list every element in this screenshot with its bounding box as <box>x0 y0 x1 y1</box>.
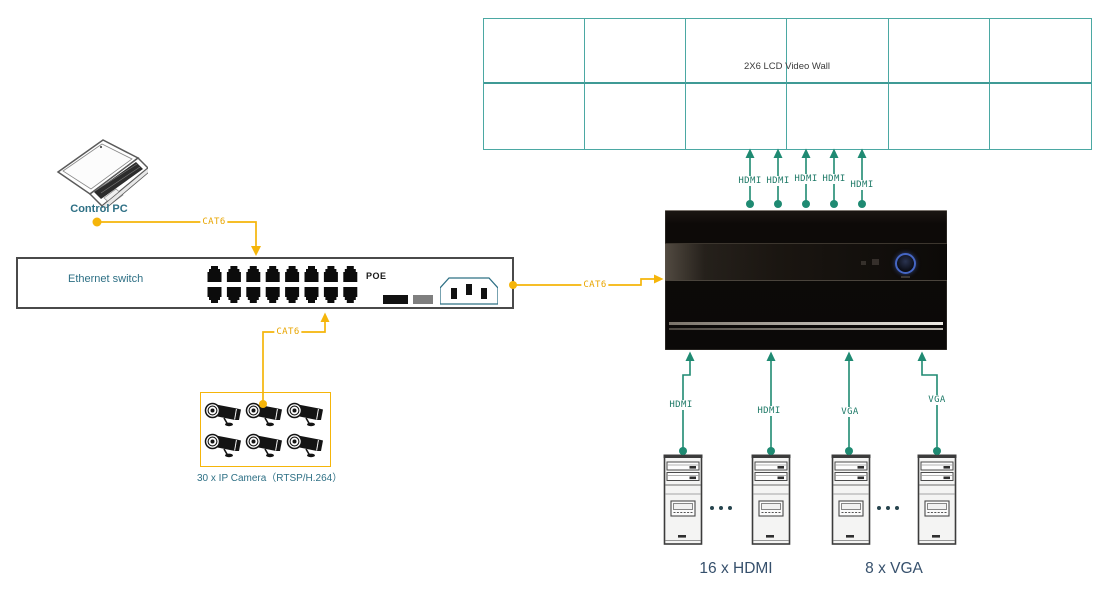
ellipsis-dots <box>710 506 732 510</box>
video-wall-cell <box>686 84 788 149</box>
cctv-camera-icon <box>286 399 328 427</box>
panel-indicator-icon <box>872 259 879 265</box>
wall-link-label: HDMI <box>764 176 792 186</box>
power-button-icon <box>895 253 916 274</box>
laptop-icon <box>56 139 148 208</box>
wall-link-label: HDMI <box>736 176 764 186</box>
video-wall-cell <box>787 84 889 149</box>
ellipsis-dots <box>877 506 899 510</box>
source-link-arrows <box>679 351 941 455</box>
ethernet-switch: Ethernet switch <box>16 257 514 309</box>
tower-pc <box>663 452 703 546</box>
wall-link-label: HDMI <box>820 174 848 184</box>
video-wall-cell <box>889 84 990 149</box>
video-wall-cell <box>989 19 1091 84</box>
cctv-camera-icon <box>286 430 328 458</box>
panel-indicator-icon <box>861 261 866 265</box>
cctv-camera-icon <box>204 430 246 458</box>
tower-pc <box>751 452 791 546</box>
power-label-mark <box>901 276 910 278</box>
video-wall-controller <box>665 210 947 350</box>
controller-vent-stripe <box>669 328 943 330</box>
tower-pc <box>831 452 871 546</box>
cctv-camera-icon <box>204 399 246 427</box>
wall-link-label: HDMI <box>792 174 820 184</box>
rj45-ports-icon <box>207 266 358 303</box>
switch-front-detail-gray <box>413 295 433 304</box>
poe-label: POE <box>366 271 387 281</box>
hdmi-sources-label: 16 x HDMI <box>699 560 773 577</box>
ip-camera-group <box>200 392 331 467</box>
source-link-label: HDMI <box>667 400 695 410</box>
video-wall-cell <box>585 19 687 84</box>
video-wall-cell <box>888 19 990 84</box>
cctv-camera-icon <box>245 399 287 427</box>
control-pc-label: Control PC <box>70 203 128 215</box>
video-wall-label: 2X6 LCD Video Wall <box>743 61 831 72</box>
cat6-label: CAT6 <box>274 327 302 337</box>
wall-link-label: HDMI <box>848 180 876 190</box>
video-wall-cell <box>686 19 788 84</box>
cat6-label: CAT6 <box>581 280 609 290</box>
video-wall-cell <box>484 84 586 149</box>
switch-front-detail-dark <box>383 295 408 304</box>
ip-camera-label: 30 x IP Camera（RTSP/H.264） <box>197 473 343 484</box>
video-wall-cell <box>787 19 889 84</box>
vga-sources-label: 8 x VGA <box>865 560 923 577</box>
source-link-label: VGA <box>839 407 861 417</box>
video-wall <box>483 18 1092 150</box>
source-link-label: VGA <box>926 395 948 405</box>
cat6-label: CAT6 <box>200 217 228 227</box>
source-link-label: HDMI <box>755 406 783 416</box>
video-wall-cell <box>484 19 586 84</box>
ethernet-switch-label: Ethernet switch <box>68 273 144 285</box>
controller-vent-stripe <box>669 322 943 325</box>
cat6-cable-lines <box>92 217 664 408</box>
cctv-camera-icon <box>245 430 287 458</box>
video-wall-cell <box>990 84 1091 149</box>
video-wall-cell <box>585 84 687 149</box>
power-inlet-icon <box>440 277 498 305</box>
tower-pc <box>917 452 957 546</box>
